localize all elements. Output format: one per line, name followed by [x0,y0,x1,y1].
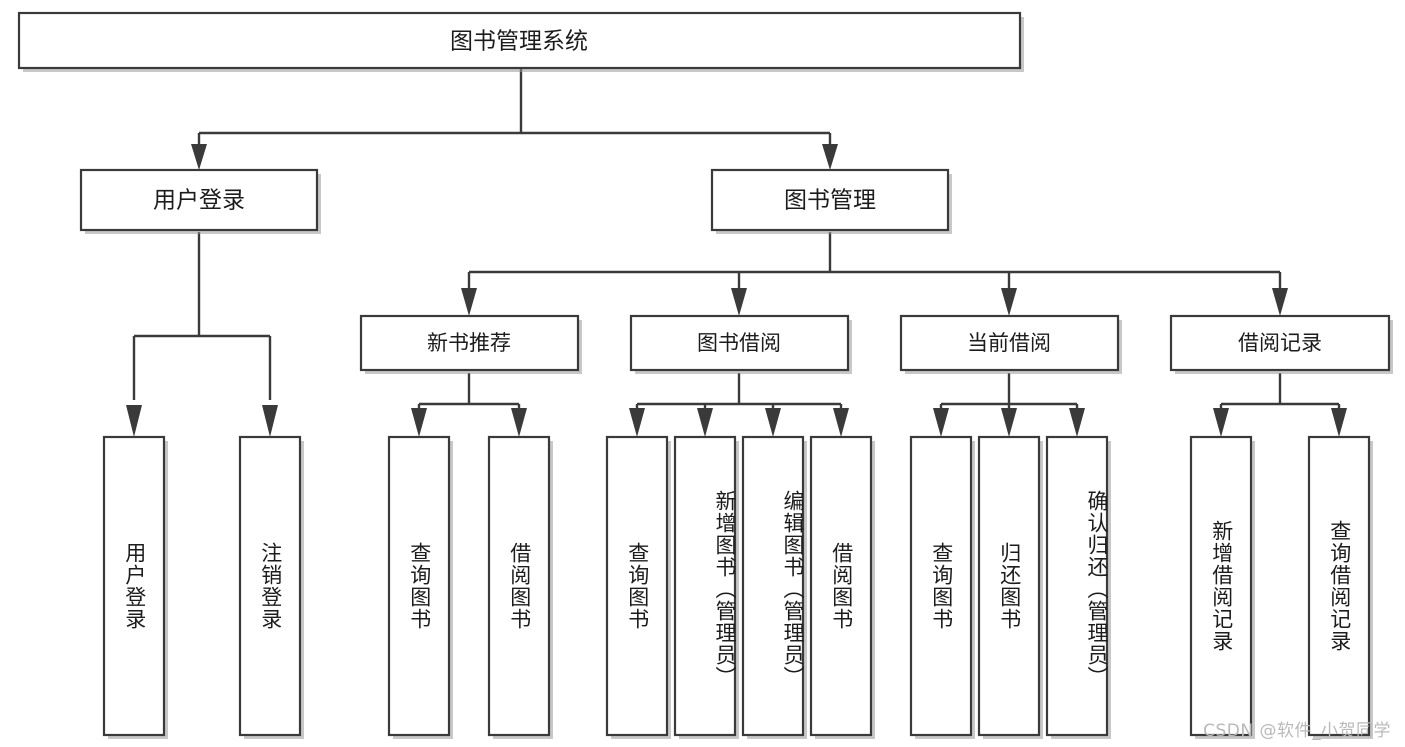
arrowhead-recommend-leaf-2 [511,408,527,437]
arrowhead-record-leaf-1 [1213,408,1229,437]
root-node-label: 图书管理系统 [450,29,588,55]
book-borrow-node-label: 图书借阅 [697,331,781,355]
leaf-query-record-box[interactable] [1307,435,1371,737]
leaf-borrow-book-1-box[interactable] [487,435,551,737]
arrowhead-user-login-leaf-2 [262,405,278,437]
leaf-return-book-box[interactable] [977,435,1041,737]
new-book-recommend-node-label: 新书推荐 [427,331,511,355]
arrowhead-book-manage-child-4 [1272,288,1288,316]
arrowhead-book-manage-child-3 [1001,288,1017,316]
borrow-record-node-label: 借阅记录 [1238,331,1322,355]
leaf-query-book-3-box[interactable] [909,435,973,737]
user-login-node-box[interactable] [79,168,319,232]
leaf-add-record-box[interactable] [1189,435,1253,737]
arrowhead-book-manage-child-2 [731,288,747,316]
arrowhead-user-login-leaf-1 [126,405,142,437]
arrowhead-borrow-leaf-4 [833,408,849,437]
connectors-layer [126,69,1347,437]
new-book-recommend-node-box[interactable] [359,314,580,372]
leaf-edit-book-box[interactable] [741,435,805,737]
arrowhead-current-leaf-1 [933,408,949,437]
leaf-user-login-box[interactable] [102,435,166,737]
arrowhead-book-manage-child-1 [461,288,477,316]
user-login-node-label: 用户登录 [153,188,245,214]
arrowhead-recommend-leaf-1 [411,408,427,437]
borrow-record-node-box[interactable] [1169,314,1391,372]
arrowhead-record-leaf-2 [1331,408,1347,437]
book-manage-node-label: 图书管理 [784,188,876,214]
leaf-confirm-return-box[interactable] [1045,435,1109,737]
arrowhead-borrow-leaf-2 [697,408,713,437]
leaf-borrow-book-2-box[interactable] [809,435,873,737]
arrowhead-root-to-book-manage [822,144,838,170]
nodes-layer: 图书管理系统 用户登录 图书管理 新书推荐 图书借阅 当前借阅 借阅记录 [17,11,1393,739]
root-node-box[interactable] [17,11,1022,70]
leaf-query-book-2-box[interactable] [605,435,669,737]
leaf-user-logout-box[interactable] [238,435,302,737]
book-manage-node-box[interactable] [710,168,950,232]
book-borrow-node-box[interactable] [629,314,850,372]
arrowhead-current-leaf-2 [1001,408,1017,437]
arrowhead-root-to-user-login [191,144,207,170]
arrowhead-borrow-leaf-1 [629,408,645,437]
arrowhead-borrow-leaf-3 [765,408,781,437]
current-borrow-node-label: 当前借阅 [967,331,1051,355]
current-borrow-node-box[interactable] [899,314,1120,372]
leaf-add-book-box[interactable] [673,435,737,737]
leaf-query-book-1-box[interactable] [387,435,451,737]
arrowhead-current-leaf-3 [1069,408,1085,437]
